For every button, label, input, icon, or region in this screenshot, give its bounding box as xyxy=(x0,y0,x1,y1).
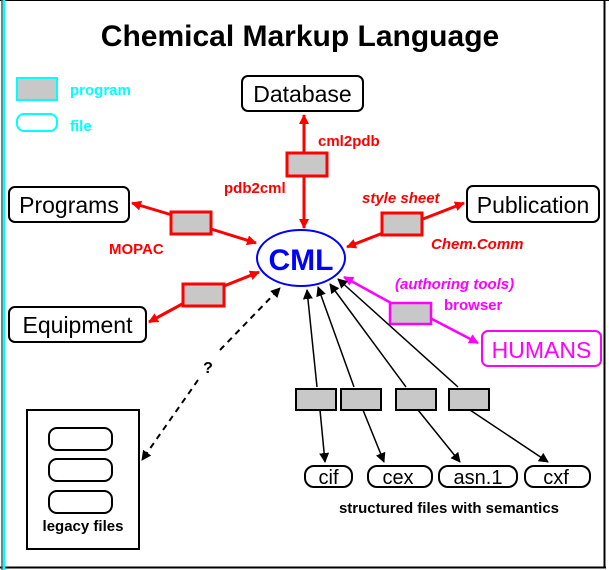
program-equipment xyxy=(181,282,226,308)
node-publication xyxy=(466,185,600,223)
program-cxf xyxy=(448,388,490,411)
legacy-file-2 xyxy=(48,458,113,482)
label-cml2pdb: cml2pdb xyxy=(318,133,380,150)
structured-files-caption: structured files with semantics xyxy=(339,500,559,517)
legacy-file-3 xyxy=(48,490,113,514)
arrow-cif-to-cml xyxy=(302,289,318,388)
node-equipment xyxy=(8,306,147,343)
arrow-to-humans xyxy=(429,316,479,345)
arrow-asn1-to-cml xyxy=(329,283,407,388)
node-database-label: Database xyxy=(253,81,351,107)
program-style-sheet xyxy=(380,211,424,237)
diagram-title: Chemical Markup Language xyxy=(101,20,499,53)
program-cif xyxy=(295,388,337,411)
node-programs-label: Programs xyxy=(19,192,119,218)
node-database xyxy=(241,75,364,112)
legacy-file-1 xyxy=(48,427,113,451)
label-authoring-tools: (authoring tools) xyxy=(395,276,514,293)
file-cex-label: cex xyxy=(382,467,413,489)
node-cml xyxy=(256,229,346,287)
arrow-publication-to-cml xyxy=(346,231,384,249)
legacy-files-label: legacy files xyxy=(43,518,124,535)
label-browser: browser xyxy=(444,297,503,314)
program-cex xyxy=(340,388,382,411)
legend-program-label: program xyxy=(70,82,131,99)
arrow-programs-to-cml xyxy=(210,227,257,246)
node-publication-label: Publication xyxy=(477,192,590,218)
arrow-cex-to-cml xyxy=(316,286,355,388)
node-humans xyxy=(481,330,602,367)
arrow-to-cex xyxy=(362,409,386,463)
program-asn1 xyxy=(395,388,437,411)
label-chem-comm: Chem.Comm xyxy=(431,236,524,253)
program-cml2pdb xyxy=(285,151,329,178)
arrow-to-cxf xyxy=(469,409,549,463)
label-style-sheet: style sheet xyxy=(362,190,441,207)
file-cex xyxy=(367,465,433,488)
arrow-to-equipment xyxy=(148,301,185,324)
arrow-to-legacy xyxy=(141,379,199,461)
label-pdb2cml: pdb2cml xyxy=(224,180,286,197)
file-cif xyxy=(304,465,353,488)
label-question: ? xyxy=(203,360,213,377)
file-asn1 xyxy=(438,465,518,488)
arrow-to-asn1 xyxy=(417,409,461,463)
program-browser xyxy=(388,301,433,326)
node-humans-label: HUMANS xyxy=(492,337,592,363)
legend-file-icon xyxy=(16,113,58,132)
file-cxf xyxy=(524,465,591,488)
arrow-to-programs xyxy=(131,200,173,217)
program-mopac xyxy=(169,210,213,236)
arrow-to-publication xyxy=(422,201,465,221)
legend-file-label: file xyxy=(70,118,92,135)
file-cxf-label: cxf xyxy=(543,467,569,489)
arrow-cxf-to-cml xyxy=(337,278,459,388)
node-cml-label: CML xyxy=(269,244,334,277)
node-programs xyxy=(8,186,130,223)
file-asn1-label: asn.1 xyxy=(454,467,503,489)
arrow-to-cif xyxy=(319,409,330,463)
file-cif-label: cif xyxy=(319,467,339,489)
label-mopac: MOPAC xyxy=(109,241,164,258)
arrow-humans-to-cml xyxy=(343,275,392,305)
legend-program-icon xyxy=(16,77,58,101)
node-equipment-label: Equipment xyxy=(23,312,134,338)
arrow-legacy-to-cml xyxy=(219,287,281,351)
arrow-equipment-to-cml xyxy=(223,270,260,288)
